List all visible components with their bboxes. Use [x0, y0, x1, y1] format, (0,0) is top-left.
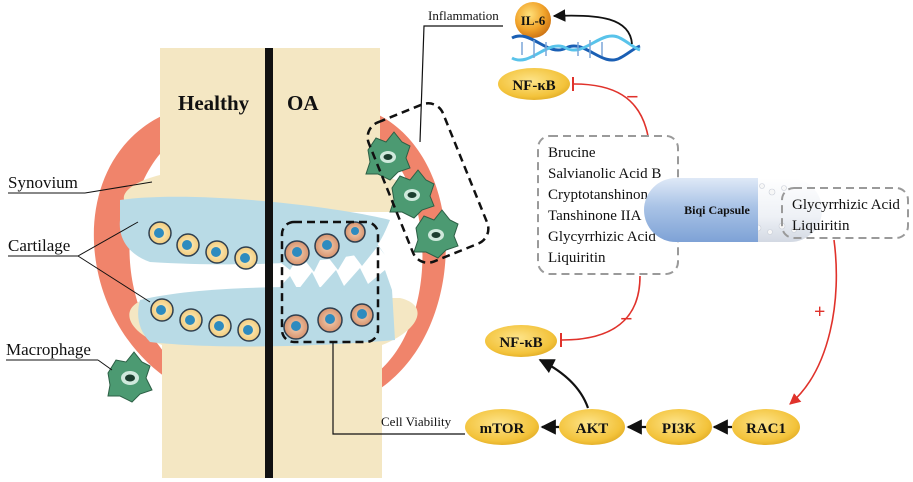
cartilage-label: Cartilage	[8, 236, 70, 255]
healthy-oa-divider	[265, 48, 273, 478]
compounds-right-box	[781, 187, 909, 239]
minus-bottom-sign: −	[620, 306, 633, 331]
oa-label: OA	[287, 91, 319, 115]
compound-left-item: Brucine	[548, 145, 596, 161]
macrophage-cell	[107, 351, 153, 403]
oa-chondrocyte-nucleus	[322, 240, 332, 250]
side-labels: Synovium Cartilage Macrophage	[6, 173, 153, 371]
nfkb-bottom-node	[485, 325, 557, 357]
chondrocyte-nucleus	[214, 321, 224, 331]
inflammation-label: Inflammation	[428, 8, 499, 23]
cell-viability-connector	[332, 342, 465, 435]
oa-cells	[283, 221, 374, 340]
oa-cartilage-jagged	[275, 268, 392, 292]
joint-illustration: Healthy OA Synovium Cartilage Macrophage	[6, 48, 490, 478]
pathway: Inflammation IL-6 NF-κB − Brucine Salvia…	[332, 2, 909, 445]
capsule-blue-half	[644, 178, 758, 242]
nfkb-top-label: NF-κB	[512, 78, 555, 94]
chondrocyte-nucleus	[185, 315, 195, 325]
compounds-left-list: Brucine Salvianolic Acid B Cryptotanshin…	[548, 145, 661, 266]
dna-to-il6-arrow	[552, 9, 633, 45]
inhibit-nfkb-bottom	[561, 275, 641, 341]
dna-helix-icon	[511, 34, 641, 62]
activate-rac1	[789, 239, 838, 405]
chondrocyte-row-bottom	[150, 298, 261, 342]
mtor-node	[465, 409, 539, 445]
macrophage-cluster-box	[366, 102, 490, 264]
macrophage-label: Macrophage	[6, 340, 91, 359]
chondrocyte-nucleus	[211, 247, 221, 257]
macrophage-cluster	[365, 131, 459, 259]
compound-right-item: Glycyrrhizic Acid	[792, 197, 900, 213]
rac1-label: RAC1	[746, 421, 786, 437]
chondrocyte-nucleus	[243, 325, 253, 335]
rac1-node	[732, 409, 800, 445]
nfkb-top-node	[498, 68, 570, 100]
akt-to-nfkb-arrow	[538, 359, 590, 409]
compound-left-item: Cryptotanshinone	[548, 187, 655, 203]
chondrocyte-nucleus	[240, 253, 250, 263]
cartilage-leader-top	[77, 221, 139, 257]
nfkb-bottom-label: NF-κB	[499, 335, 542, 351]
akt-label: AKT	[576, 421, 609, 437]
pi3k-node	[646, 409, 712, 445]
synovium-capsule	[93, 110, 190, 390]
compound-right-item: Liquiritin	[792, 218, 850, 234]
chondrocyte-row-top	[148, 221, 258, 270]
il6-label: IL-6	[521, 13, 546, 28]
oa-chondrocyte-nucleus	[291, 321, 301, 331]
oa-chondrocyte-nucleus	[292, 247, 302, 257]
capsule-label: Biqi Capsule	[684, 203, 750, 217]
cartilage-leader-bottom	[77, 255, 151, 303]
compound-left-item: Salvianolic Acid B	[548, 166, 661, 182]
macrophage-leader-2	[97, 359, 113, 371]
il6-node	[515, 2, 551, 38]
plus-sign: +	[814, 301, 825, 323]
compounds-right-list: Glycyrrhizic Acid Liquiritin	[792, 197, 900, 234]
akt-node	[559, 409, 625, 445]
minus-top-sign: −	[626, 84, 639, 109]
chondrocyte-nucleus	[154, 228, 164, 238]
compounds-left-box	[537, 135, 679, 275]
synovium-label: Synovium	[8, 173, 78, 192]
mtor-label: mTOR	[480, 421, 525, 437]
pi3k-label: PI3K	[662, 421, 697, 437]
compound-left-item: Tanshinone IIA	[548, 208, 642, 224]
synovium-leader-2	[84, 181, 153, 194]
chondrocyte-nucleus	[156, 305, 166, 315]
inflammation-connector	[419, 25, 503, 143]
healthy-label: Healthy	[178, 91, 250, 115]
compound-left-item: Liquiritin	[548, 250, 606, 266]
inhibit-nfkb-top	[573, 83, 649, 137]
oa-chondrocyte-nucleus	[351, 227, 359, 235]
chondrocyte-nucleus	[182, 240, 192, 250]
oa-region-box	[280, 220, 380, 344]
compound-left-item: Glycyrrhizic Acid	[548, 229, 656, 245]
oa-chondrocyte-nucleus	[357, 309, 367, 319]
oa-chondrocyte-nucleus	[325, 314, 335, 324]
cell-viability-label: Cell Viability	[381, 414, 452, 429]
